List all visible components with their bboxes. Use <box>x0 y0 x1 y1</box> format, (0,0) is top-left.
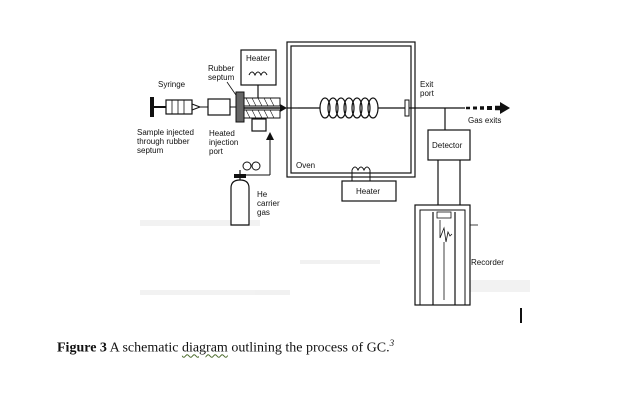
he-gas-label-line3: gas <box>257 208 270 217</box>
oven: Oven <box>286 41 416 178</box>
top-heater: Heater <box>240 49 277 98</box>
heated-port-label-line3: port <box>209 147 224 156</box>
top-heater-label: Heater <box>246 54 270 63</box>
he-gas-cylinder <box>230 179 250 226</box>
detector-label: Detector <box>432 141 463 150</box>
figure-number: Figure 3 <box>57 340 107 356</box>
gas-exits-label: Gas exits <box>468 116 501 125</box>
carrier-gas-supply <box>230 132 274 226</box>
caption-text-before: A schematic <box>106 340 182 356</box>
exit-port-label-line1: Exit <box>420 80 434 89</box>
recorder-label: Recorder <box>471 258 504 267</box>
recorder-trace <box>439 220 453 243</box>
heated-port-label-line2: injection <box>209 138 238 147</box>
heated-port-label-line1: Heated <box>209 129 235 138</box>
caption-text-after: outlining the process of GC. <box>227 340 390 356</box>
rubber-septum-label-line2: septum <box>208 73 235 82</box>
oven-label: Oven <box>296 161 315 170</box>
syringe-label: Syringe <box>158 80 186 89</box>
he-gas-label-line2: carrier <box>257 199 280 208</box>
sample-injected-label-line3: septum <box>137 146 164 155</box>
gas-exits-arrow <box>466 102 510 114</box>
he-gas-label-line1: He <box>257 190 268 199</box>
bottom-heater-label: Heater <box>356 187 380 196</box>
bottom-heater: Heater <box>341 166 397 202</box>
sample-injected-label-line1: Sample injected <box>137 128 194 137</box>
caption-text-wavy: diagram <box>181 340 228 356</box>
sample-injected-label-line2: through rubber <box>137 137 190 146</box>
exit-port-label-line2: port <box>420 89 435 98</box>
exit-line <box>410 107 465 130</box>
gc-column-coil <box>298 97 410 119</box>
recorder <box>414 204 478 306</box>
scan-artifacts <box>140 220 530 295</box>
caption-reference: 3 <box>389 338 395 348</box>
text-cursor <box>520 308 522 323</box>
rubber-septum-label-line1: Rubber <box>208 64 235 73</box>
figure-caption: Figure 3 A schematic diagram outlining t… <box>57 338 597 357</box>
detector: Detector <box>427 129 471 205</box>
injection-port <box>207 91 298 132</box>
